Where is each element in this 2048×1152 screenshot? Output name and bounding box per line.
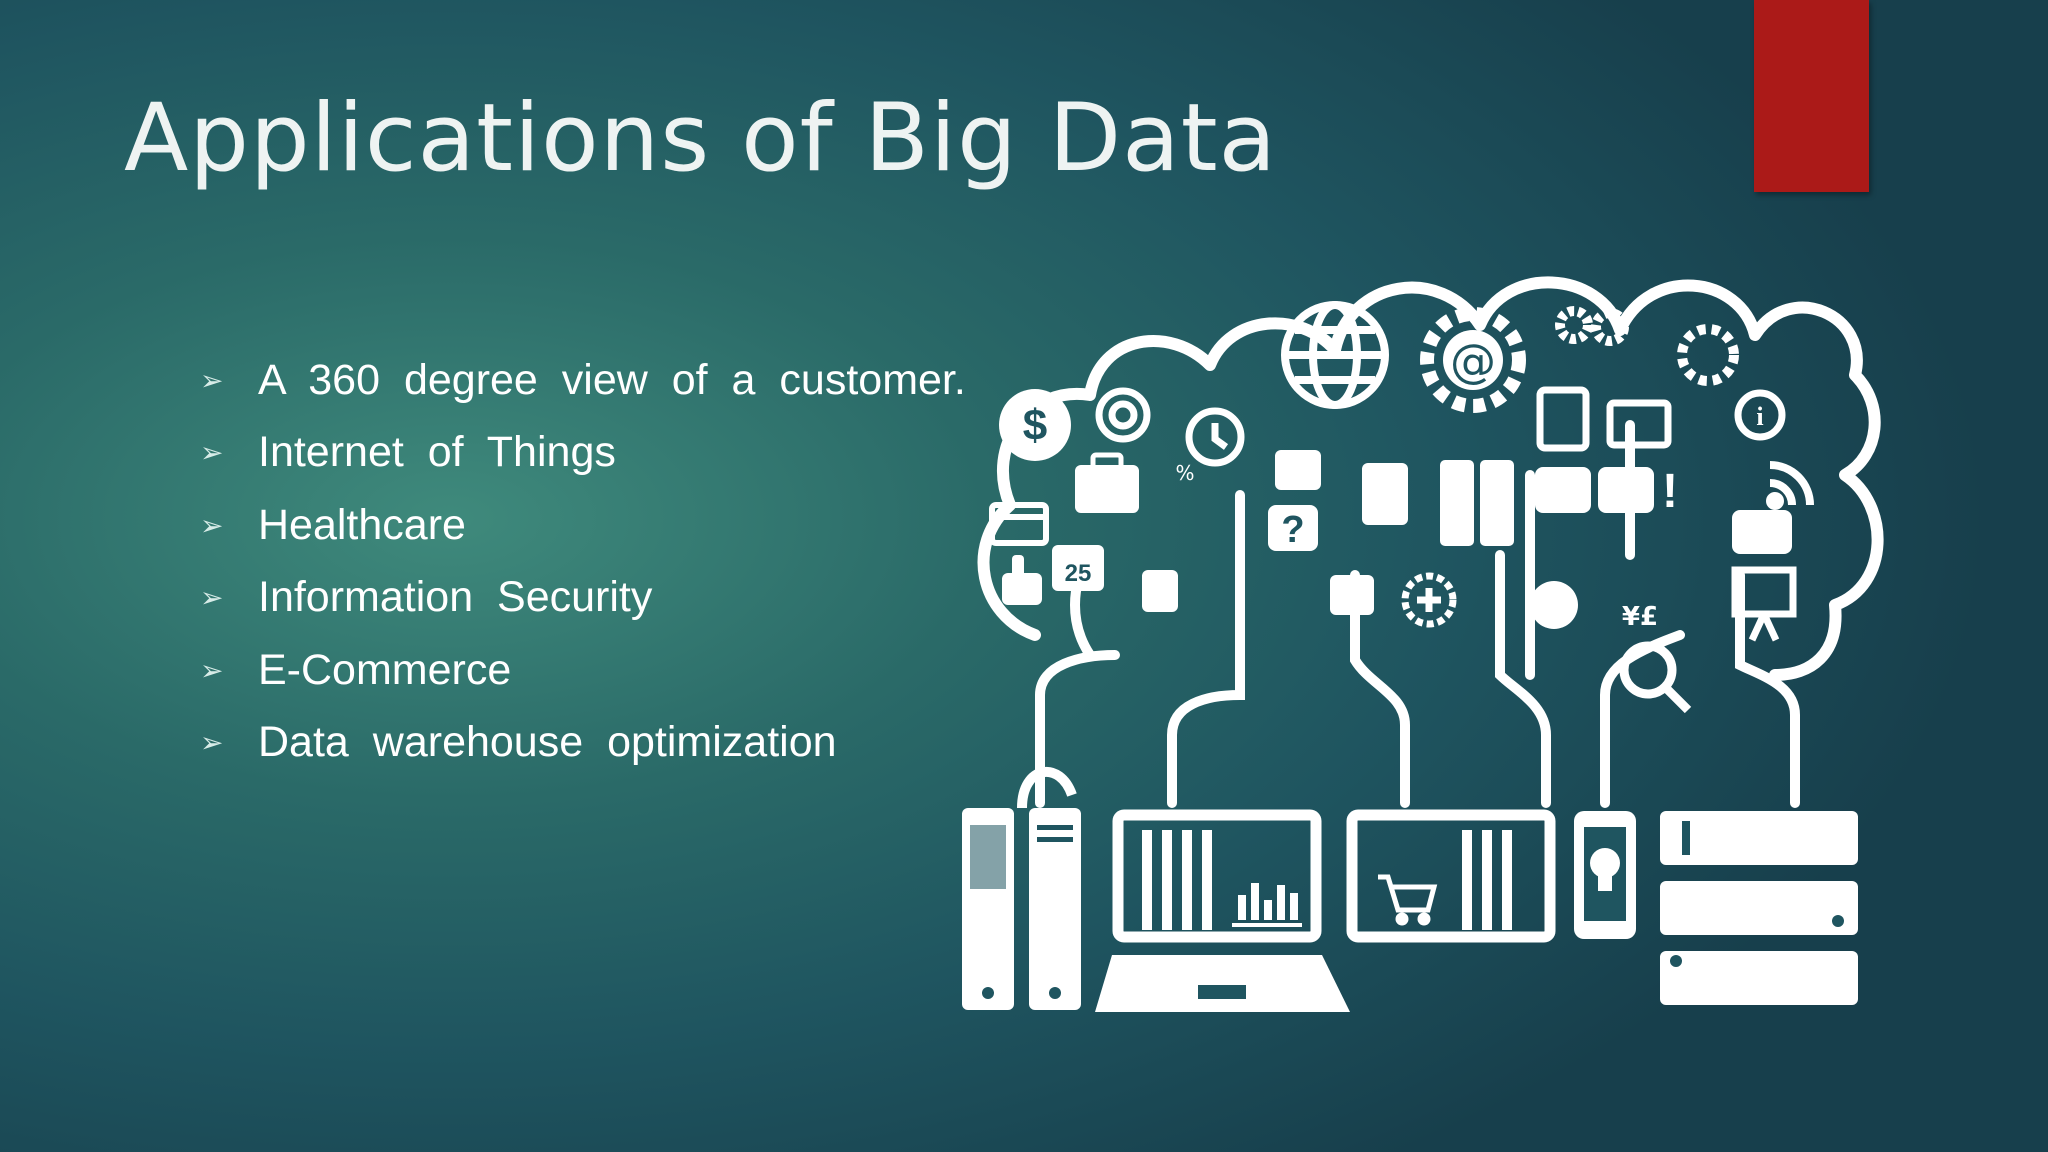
- svg-text:@: @: [1450, 334, 1496, 388]
- rewind-icon: [1330, 575, 1374, 615]
- svg-text:%: %: [1175, 461, 1194, 485]
- bullet-item: ➢ E-Commerce: [200, 634, 966, 707]
- target-icon: [1095, 387, 1151, 443]
- presentation-board-icon: [1731, 566, 1797, 642]
- connector-line: [1017, 766, 1077, 809]
- arrow-bullet-icon: ➢: [200, 653, 224, 687]
- slide-title: Applications of Big Data: [124, 84, 1278, 193]
- bullet-item: ➢ Healthcare: [200, 489, 966, 562]
- arrow-bullet-icon: ➢: [200, 726, 224, 760]
- plus-gear-icon: [1401, 572, 1457, 628]
- briefcase-icon: [1075, 452, 1139, 513]
- bullet-text: Internet of Things: [258, 428, 616, 477]
- globe-icon: [1281, 301, 1389, 409]
- info-icon: i: [1734, 389, 1786, 441]
- bullet-text: Data warehouse optimization: [258, 718, 837, 767]
- server-tower-icon: [962, 808, 1081, 1010]
- bar-chart-badge-icon: [1275, 450, 1321, 490]
- arrow-bullet-icon: ➢: [200, 508, 224, 542]
- percent-icon: %: [1175, 461, 1194, 485]
- laptop-icon: [1095, 955, 1350, 1012]
- svg-text:25: 25: [1065, 560, 1092, 587]
- arrow-bullet-icon: ➢: [200, 436, 224, 470]
- calculator-icon: [1362, 463, 1408, 525]
- bullet-text: Healthcare: [258, 500, 466, 549]
- shopping-cart-icon: [1378, 874, 1438, 926]
- bullet-item: ➢ Information Security: [200, 562, 966, 635]
- server-rack-icon: [1660, 811, 1858, 1005]
- svg-text:i: i: [1756, 402, 1763, 431]
- bullet-text: Information Security: [258, 573, 653, 622]
- cloud-outline: [977, 276, 1884, 681]
- svg-text:!: !: [1662, 465, 1678, 518]
- svg-text:¥£: ¥£: [1622, 602, 1658, 632]
- bullet-item: ➢ Internet of Things: [200, 417, 966, 490]
- dollar-icon: $: [999, 389, 1071, 461]
- bullet-list: ➢ A 360 degree view of a customer. ➢ Inter…: [200, 344, 966, 779]
- svg-text:$: $: [1023, 401, 1047, 450]
- panel-icon: [1346, 809, 1556, 943]
- bullet-text: E-Commerce: [258, 645, 512, 694]
- flow-lines: [1035, 420, 1800, 808]
- accent-bar: [1754, 0, 1869, 192]
- monitor-icon: [1112, 809, 1322, 943]
- calendar-icon: 25: [1052, 545, 1104, 591]
- bar-chart-icon: [1232, 883, 1302, 927]
- wifi-icon: [1766, 461, 1814, 510]
- bullet-item: ➢ Data warehouse optimization: [200, 707, 966, 780]
- lightbulb-icon: [1590, 848, 1620, 891]
- magnifier-icon: [1619, 641, 1692, 714]
- gear-icon: @: [1420, 307, 1526, 413]
- currency-icon: ¥£: [1622, 602, 1658, 632]
- share-icon: [1530, 581, 1578, 629]
- arrow-bullet-icon: ➢: [200, 363, 224, 397]
- bullet-item: ➢ A 360 degree view of a customer.: [200, 344, 966, 417]
- thumbs-up-icon: [1002, 555, 1042, 605]
- chip-icon: [1142, 570, 1178, 612]
- bullet-text: A 360 degree view of a customer.: [258, 355, 966, 404]
- big-data-illustration: $ @ 25: [962, 276, 1884, 1012]
- notebook-icon: [1536, 386, 1672, 452]
- exclamation-icon: !: [1662, 465, 1678, 518]
- question-icon: ?: [1268, 505, 1318, 551]
- chat-icon: [1440, 460, 1792, 554]
- gear-small-icon: [1555, 306, 1739, 386]
- card-icon: [989, 502, 1049, 546]
- arrow-bullet-icon: ➢: [200, 581, 224, 615]
- clock-icon: [1185, 407, 1245, 467]
- svg-text:?: ?: [1281, 509, 1304, 551]
